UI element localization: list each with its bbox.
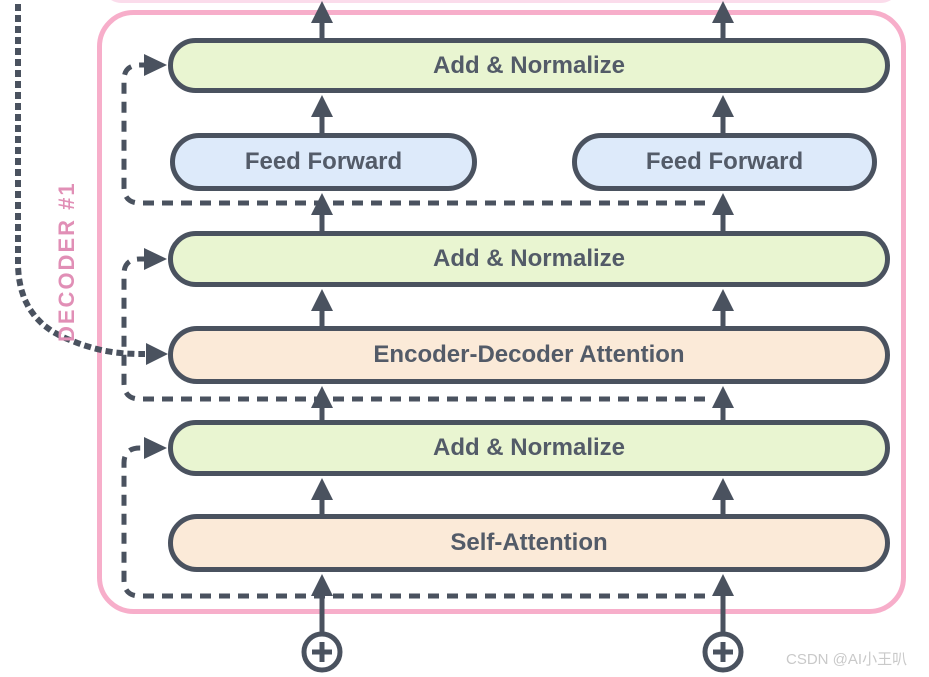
block-add-normalize-mid: Add & Normalize [168, 231, 890, 287]
block-feed-forward-left: Feed Forward [170, 133, 477, 191]
circle-plus-icon-right [702, 631, 744, 673]
block-feed-forward-right: Feed Forward [572, 133, 877, 191]
decoder-label: DECODER #1 [54, 181, 79, 343]
encoder-input-dotted-line [15, 0, 146, 358]
residual-line-feed-forward [121, 62, 705, 206]
residual-line-self-attention [121, 445, 705, 599]
flow-arrowheads [311, 1, 734, 596]
block-encoder-decoder-attention: Encoder-Decoder Attention [168, 326, 890, 384]
block-add-normalize-bottom: Add & Normalize [168, 420, 890, 476]
residual-connection-lines [121, 62, 705, 599]
block-self-attention: Self-Attention [168, 514, 890, 572]
watermark: CSDN @AI小王叭 [786, 651, 908, 668]
residual-line-encoder-decoder-attention [121, 256, 705, 402]
encoder-input-arrowhead [146, 343, 168, 365]
block-add-normalize-top: Add & Normalize [168, 38, 890, 93]
circle-plus-icon-left [301, 631, 343, 673]
residual-arrowheads [144, 54, 167, 459]
neighbor-box-bottom-edge [111, 0, 891, 3]
